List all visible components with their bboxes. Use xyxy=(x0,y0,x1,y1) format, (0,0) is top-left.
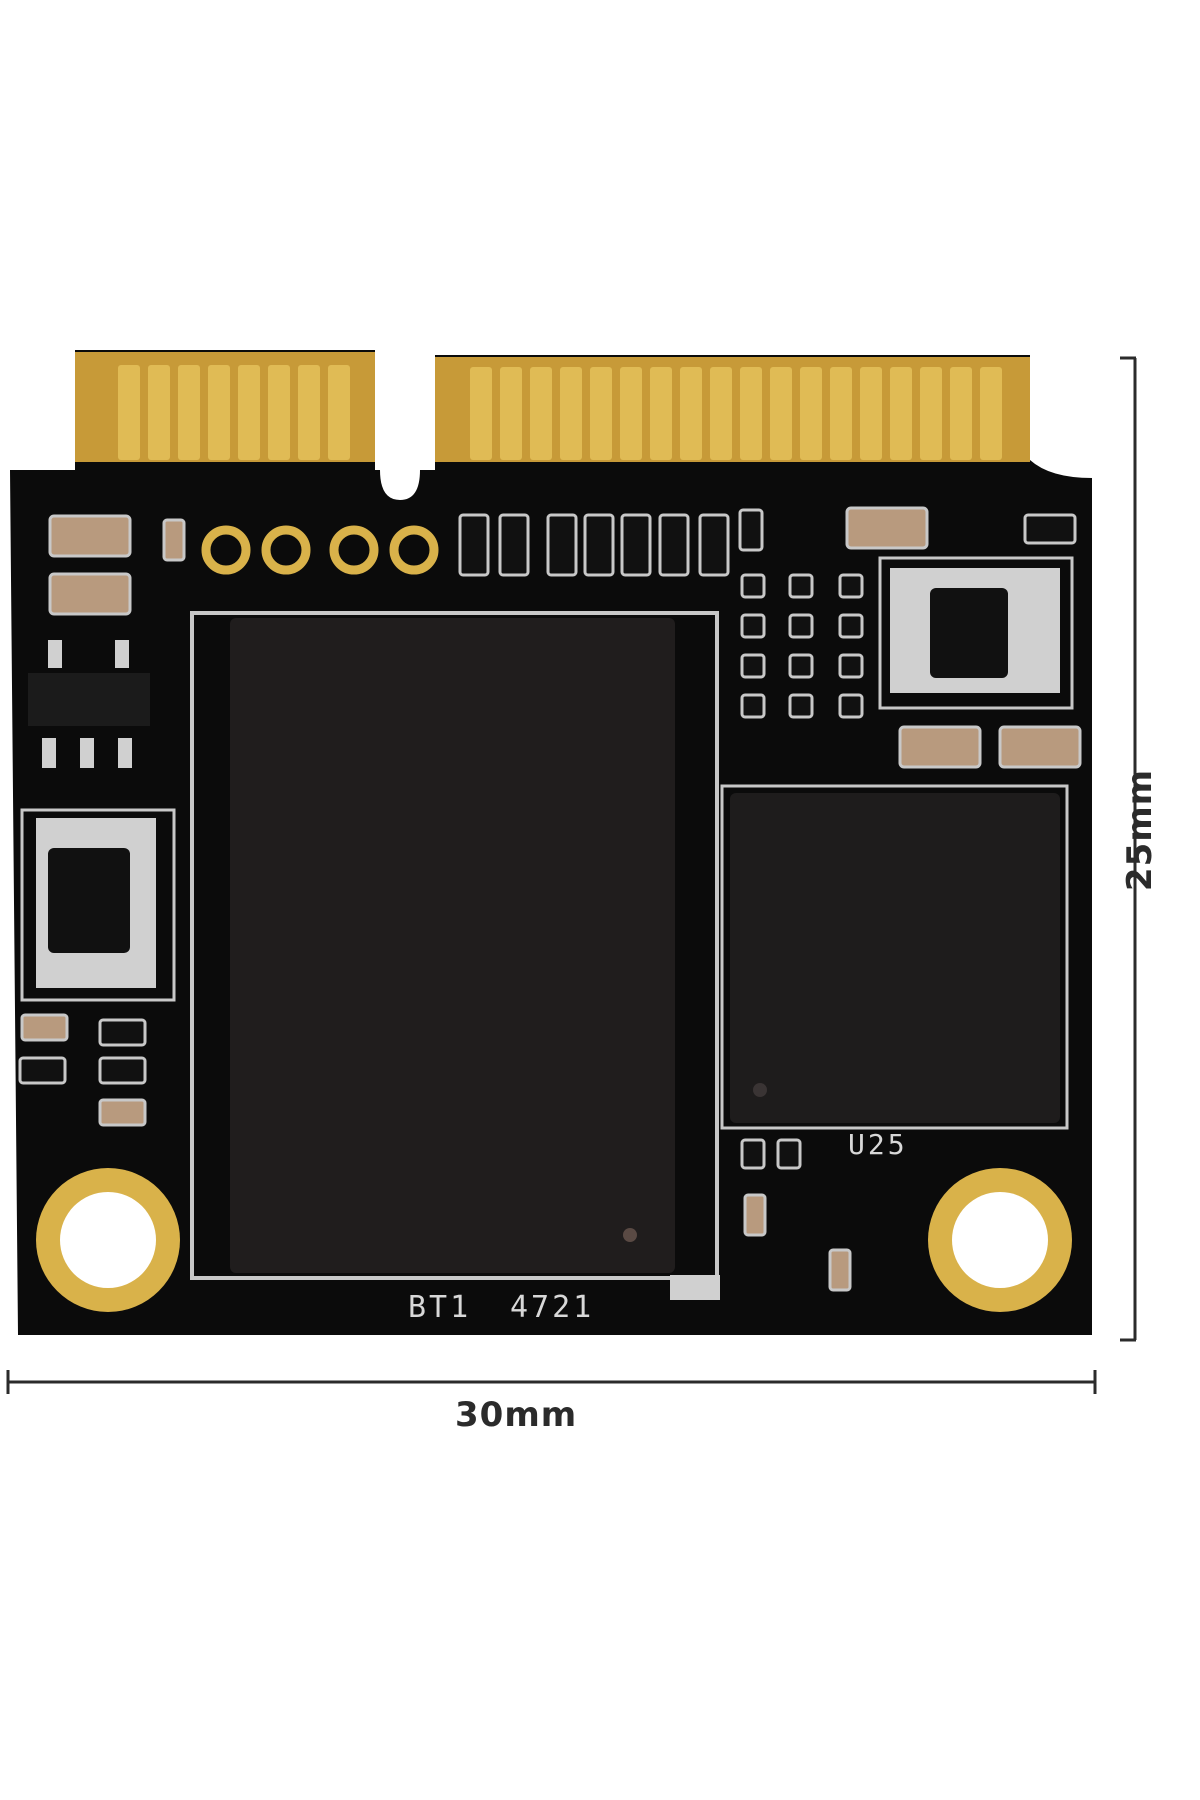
width-dimension-line xyxy=(6,1370,1097,1394)
test-pads xyxy=(201,525,439,575)
height-dimension-line xyxy=(1120,356,1137,1342)
gold-contacts-left xyxy=(75,352,375,462)
smd-components xyxy=(18,506,1082,1292)
mounting-holes xyxy=(36,1168,1072,1312)
left-transistor xyxy=(20,808,176,1002)
nand-chip-outline xyxy=(190,611,719,1280)
silkscreen-bt: BT1 xyxy=(408,1290,472,1325)
controller-chip xyxy=(730,793,1060,1123)
height-label: 25mm xyxy=(1120,768,1160,892)
right-transistor xyxy=(878,556,1074,710)
nand-chip xyxy=(230,618,675,1273)
silkscreen-code: 4721 xyxy=(510,1290,595,1325)
width-label: 30mm xyxy=(455,1395,578,1435)
controller-chip-outline xyxy=(720,784,1069,1130)
silkscreen-chip-ref: U25 xyxy=(848,1128,908,1161)
gold-contacts-right xyxy=(435,357,1030,462)
